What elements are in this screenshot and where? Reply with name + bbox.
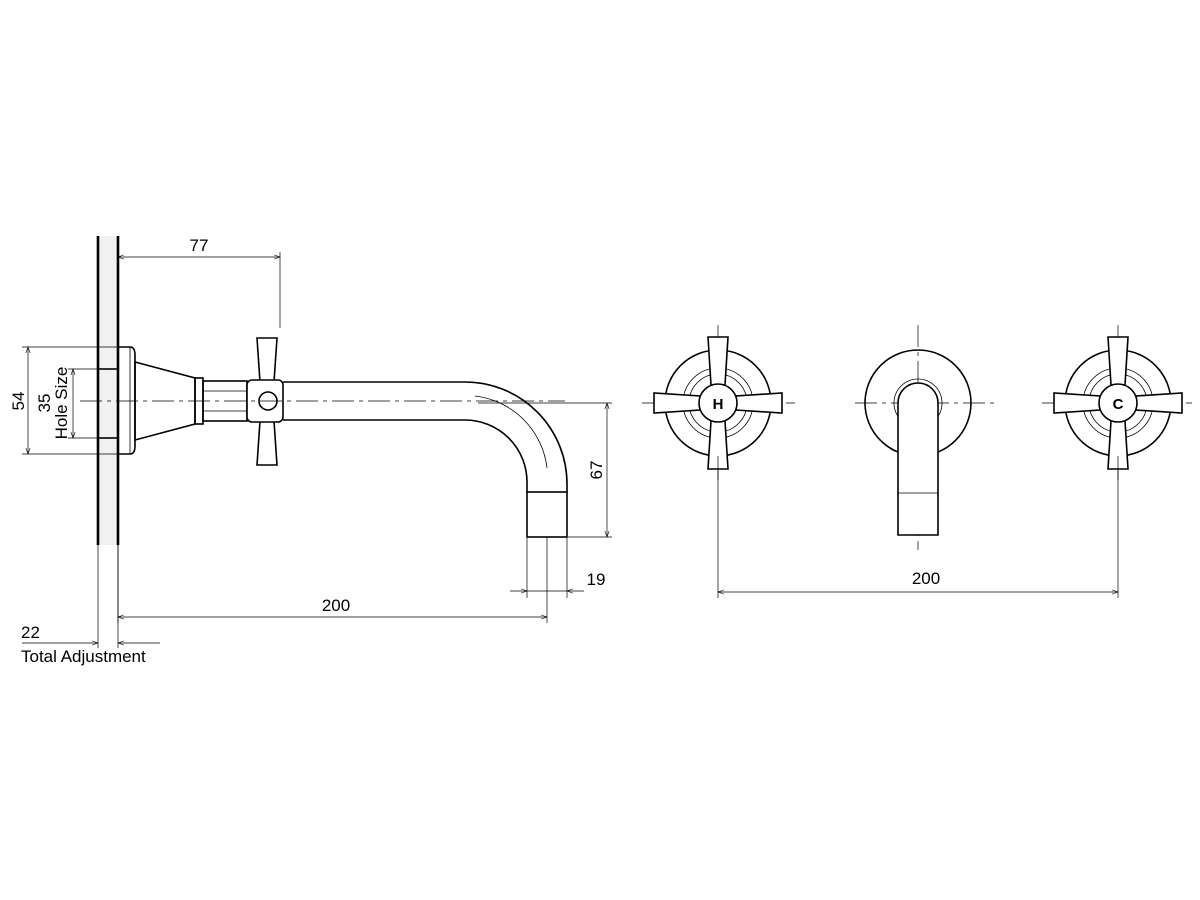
hot-handle: H (642, 325, 795, 480)
wall (96, 236, 120, 545)
dimension-200-spacing: 200 (717, 456, 1119, 598)
adjustment-label: Total Adjustment (21, 647, 146, 666)
dim-200-spout-label: 200 (322, 596, 350, 615)
front-view: H C (642, 325, 1192, 550)
cold-handle: C (1042, 325, 1192, 480)
dim-200-spacing-label: 200 (912, 569, 940, 588)
dimension-200-spout: 200 (117, 537, 548, 623)
hot-marker: H (713, 396, 724, 413)
hole-size-value: 35 (35, 394, 54, 413)
spout-front (855, 325, 995, 550)
dim-77-label: 77 (190, 236, 209, 255)
cold-marker: C (1113, 396, 1124, 413)
dimension-54: 54 (9, 346, 118, 455)
spout (283, 381, 568, 538)
dim-67-label: 67 (587, 461, 606, 480)
dim-54-label: 54 (9, 392, 28, 411)
dimension-22: 22 Total Adjustment (21, 545, 160, 666)
dim-19-label: 19 (587, 570, 606, 589)
hole-size-label: Hole Size (52, 367, 71, 440)
dimension-67: 67 (478, 402, 612, 538)
cover-plate (118, 346, 136, 455)
dimension-hole-size: 35 Hole Size (35, 367, 98, 440)
side-view (80, 236, 568, 545)
wall-hole (97, 368, 119, 439)
dimension-19: 19 (510, 537, 605, 598)
adjustment-value: 22 (21, 623, 40, 642)
cross-handle-side (246, 337, 284, 466)
dimension-77: 77 (117, 236, 281, 328)
